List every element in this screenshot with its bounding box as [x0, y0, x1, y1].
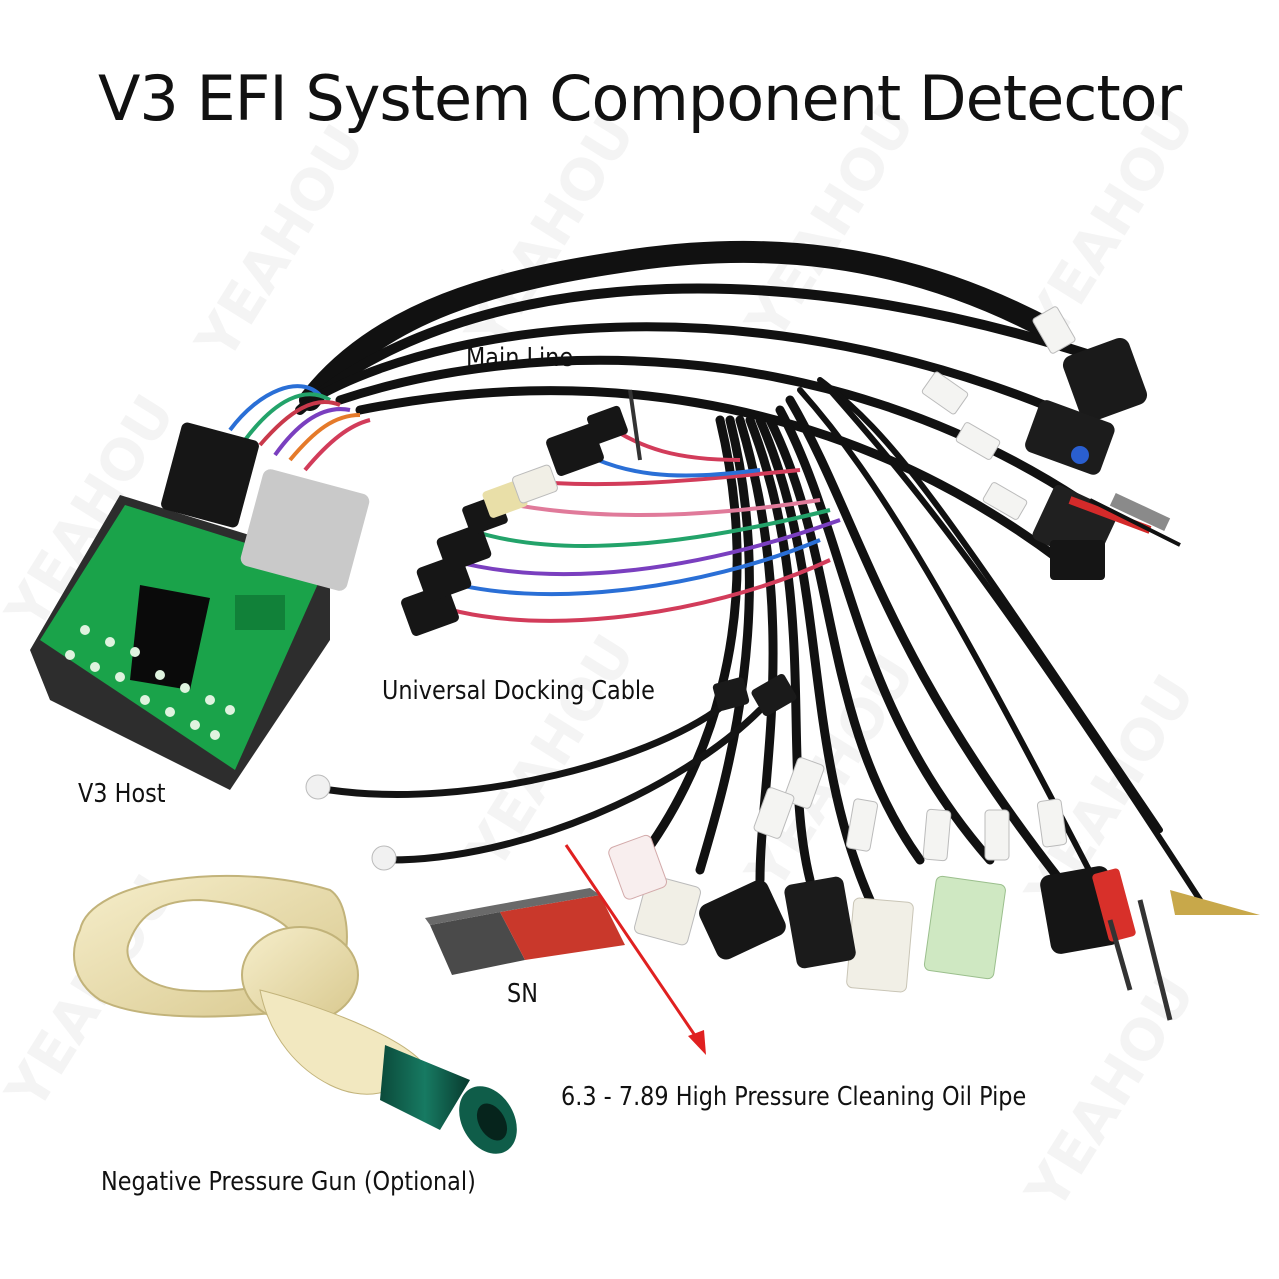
- page-title: V3 EFI System Component Detector: [97, 62, 1182, 135]
- negative-pressure-gun: [73, 874, 517, 1154]
- label-oil-pipe: 6.3 - 7.89 High Pressure Cleaning Oil Pi…: [561, 1082, 1027, 1112]
- arrow: [564, 844, 706, 1055]
- label-sn: SN: [507, 979, 538, 1009]
- oil-pipes: [326, 696, 764, 864]
- v3-host-device: [30, 422, 370, 790]
- docking-connectors: [401, 405, 628, 636]
- harness-connectors: [1025, 337, 1181, 580]
- bottom-connectors: [608, 834, 1260, 1021]
- cable-tags: [753, 306, 1076, 862]
- sn-magnet: [425, 888, 625, 975]
- colored-wires: [228, 384, 371, 472]
- label-main-line: Main Line: [466, 343, 574, 373]
- label-pressure-gun: Negative Pressure Gun (Optional): [101, 1167, 476, 1197]
- pipe-ends: [305, 673, 797, 871]
- label-universal-docking-cable: Universal Docking Cable: [382, 676, 655, 706]
- label-v3-host: V3 Host: [78, 779, 166, 809]
